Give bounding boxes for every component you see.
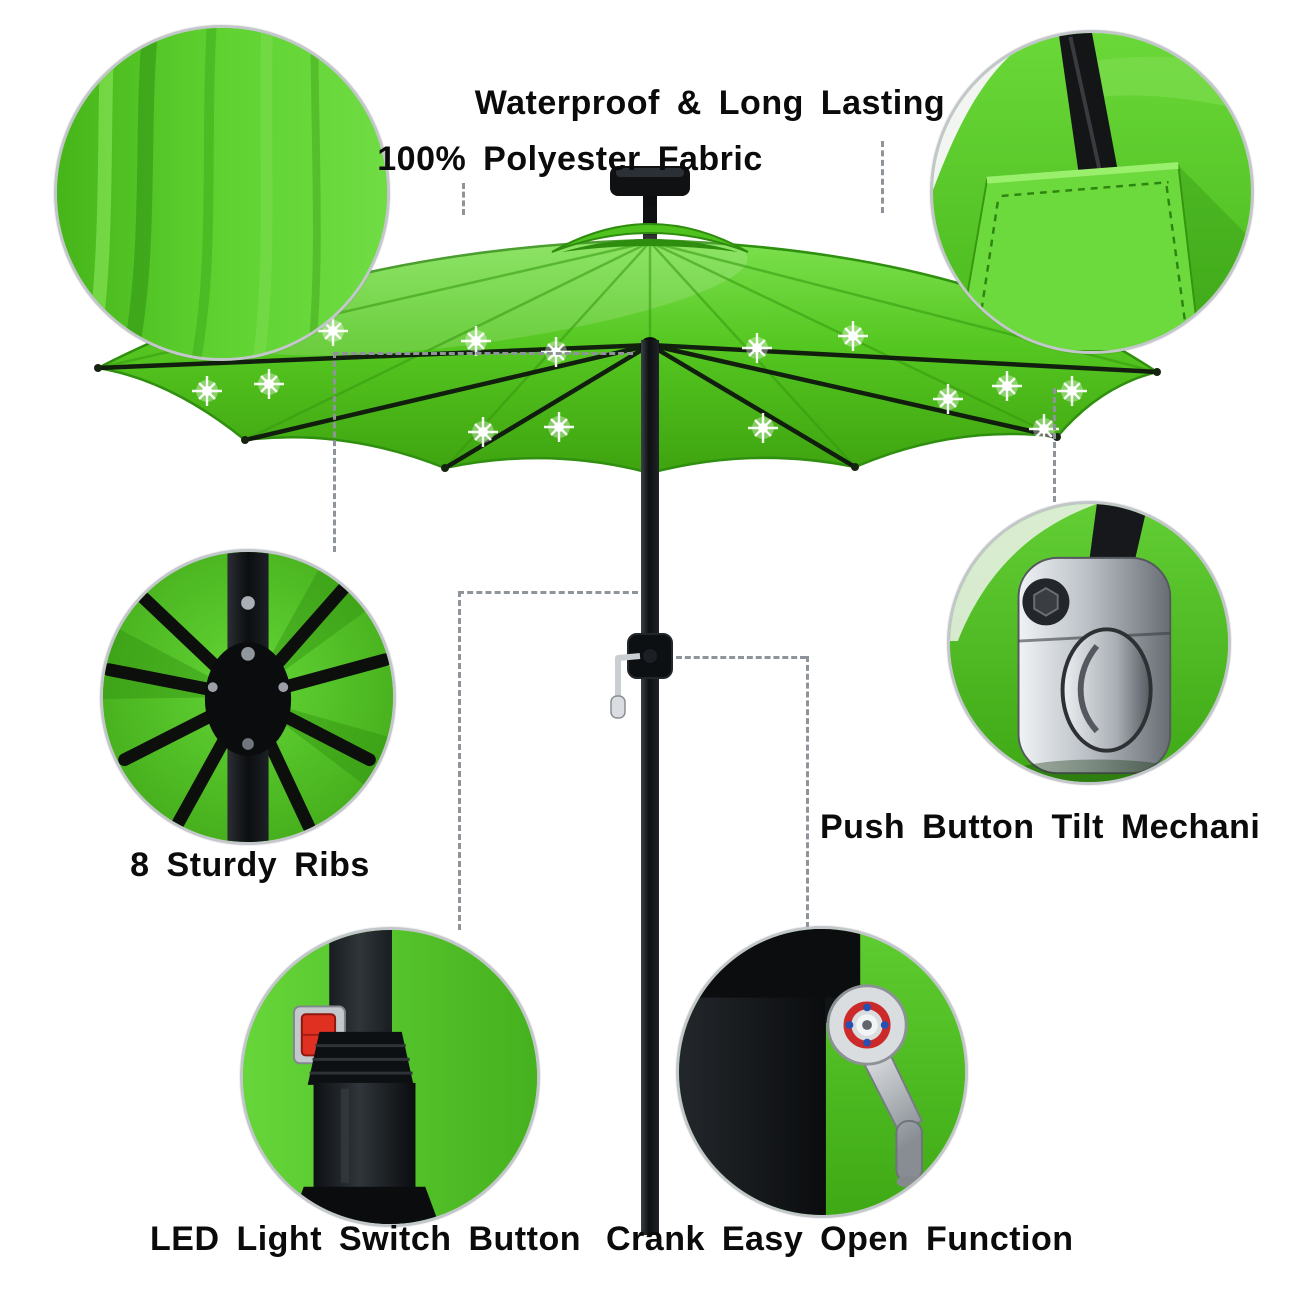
tilt-detail-circle	[947, 501, 1231, 785]
rib-pocket-detail-circle	[930, 30, 1254, 354]
connector-tilt	[1053, 388, 1056, 502]
connector-hub-h	[333, 352, 633, 355]
pole-crank	[610, 633, 673, 719]
label-led-switch: LED Light Switch Button	[150, 1220, 581, 1258]
connector-led-h	[458, 591, 638, 594]
label-crank-function: Crank Easy Open Function	[606, 1220, 1074, 1258]
solar-panel	[610, 166, 690, 206]
label-sturdy-ribs: 8 Sturdy Ribs	[130, 846, 370, 884]
led-switch-detail-circle	[240, 927, 540, 1227]
crank-detail-circle	[676, 926, 968, 1218]
connector-led-v	[458, 591, 461, 930]
umbrella-pole	[641, 340, 659, 1235]
hub-detail-circle	[100, 549, 396, 845]
connector-polyester	[462, 183, 465, 215]
connector-crank-v	[806, 656, 809, 928]
connector-waterproof	[881, 141, 884, 213]
connector-crank-h	[676, 656, 806, 659]
canopy	[94, 234, 1161, 477]
label-tilt-mechanism: Push Button Tilt Mechani	[820, 808, 1261, 846]
label-waterproof: Waterproof & Long Lasting	[474, 84, 946, 122]
fabric-detail-circle	[54, 25, 390, 361]
connector-hub-v	[333, 352, 336, 552]
label-polyester: 100% Polyester Fabric	[377, 140, 763, 178]
vent-cap	[551, 223, 749, 253]
